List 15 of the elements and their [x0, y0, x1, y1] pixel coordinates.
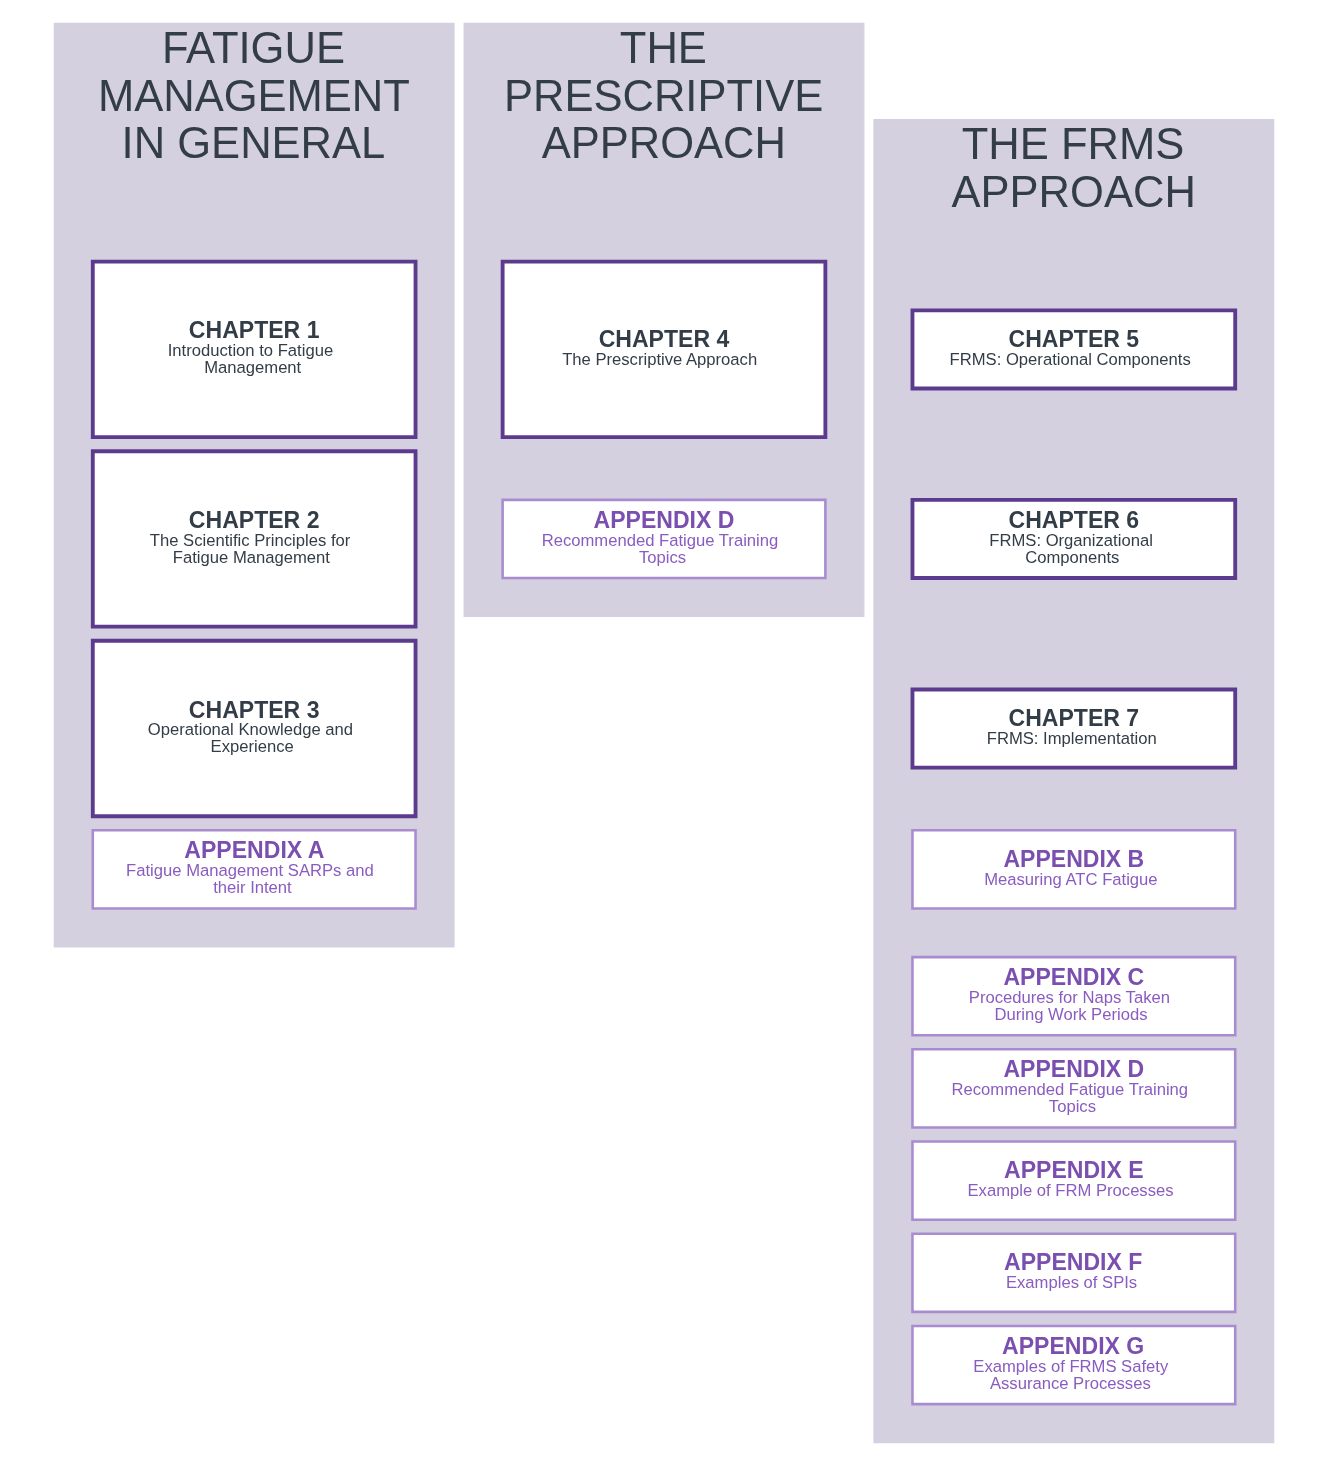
- node-box: CHAPTER 2 The Scientific Principles for Fatigue Management: [90, 449, 417, 629]
- node-box: CHAPTER 1 Introduction to Fatigue Management: [90, 259, 417, 440]
- node-box: CHAPTER 3 Operational Knowledge and Experience: [90, 638, 417, 819]
- node-box: APPENDIX D Recommended Fatigue Training Topics: [910, 1048, 1236, 1129]
- node-box: CHAPTER 6 FRMS: Organizational Components: [910, 498, 1237, 580]
- node-box: APPENDIX F Examples of SPIs: [910, 1232, 1236, 1314]
- node-box: APPENDIX E Example of FRM Processes: [910, 1140, 1236, 1221]
- node-box: CHAPTER 4 The Prescriptive Approach: [500, 259, 827, 440]
- node-box: CHAPTER 7 FRMS: Implementation: [910, 687, 1237, 770]
- node-box: APPENDIX B Measuring ATC Fatigue: [910, 829, 1236, 910]
- node-box: APPENDIX G Examples of FRMS Safety Assurance Processes: [910, 1324, 1236, 1406]
- node-box: APPENDIX D Recommended Fatigue Training Topics: [500, 498, 827, 580]
- node-box: CHAPTER 5 FRMS: Operational Components: [910, 308, 1237, 391]
- node-box: APPENDIX C Procedures for Naps Taken During Work Periods: [910, 955, 1236, 1037]
- node-box: APPENDIX A Fatigue Management SARPs and their Intent: [91, 829, 417, 910]
